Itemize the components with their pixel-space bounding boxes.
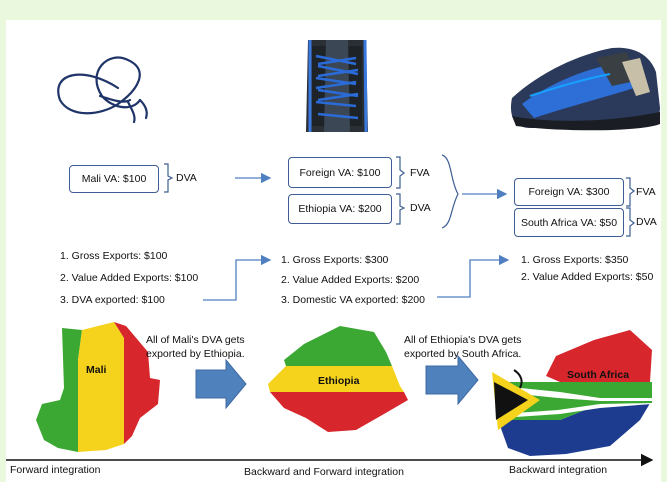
stage3-dva-label: DVA bbox=[636, 216, 657, 228]
stage3-list-item: 2. Value Added Exports: $50 bbox=[521, 271, 654, 283]
foreign-va-box-stage2: Foreign VA: $100 bbox=[288, 157, 392, 188]
stage1-list-item: 3. DVA exported: $100 bbox=[60, 294, 165, 306]
south-africa-va-box: South Africa VA: $50 bbox=[514, 208, 624, 237]
axis-label-both: Backward and Forward integration bbox=[244, 466, 404, 478]
ethiopia-sa-note: All of Ethiopia's DVA gets bbox=[404, 334, 522, 346]
mali-va-box: Mali VA: $100 bbox=[69, 165, 159, 193]
shoe-image bbox=[510, 47, 660, 131]
braces bbox=[164, 154, 635, 237]
shoelace-image bbox=[57, 56, 148, 124]
mali-map bbox=[36, 322, 160, 452]
ethiopia-map bbox=[268, 326, 408, 432]
south-africa-label: South Africa bbox=[567, 369, 630, 381]
stage2-list-item: 1. Gross Exports: $300 bbox=[281, 254, 389, 266]
south-africa-map bbox=[492, 330, 652, 456]
foreign-va-box-stage3: Foreign VA: $300 bbox=[514, 178, 624, 206]
stage2-fva-label: FVA bbox=[410, 167, 430, 179]
stage3-fva-label: FVA bbox=[636, 186, 656, 198]
axis-label-backward: Backward integration bbox=[509, 464, 608, 476]
stage3-list-item: 1. Gross Exports: $350 bbox=[521, 254, 629, 266]
mali-ethiopia-note: exported by Ethiopia. bbox=[146, 348, 245, 360]
stage1-list-item: 2. Value Added Exports: $100 bbox=[60, 272, 199, 284]
shoe-upper-image bbox=[306, 39, 368, 133]
ethiopia-sa-note: exported by South Africa. bbox=[404, 348, 522, 360]
ethiopia-label: Ethiopia bbox=[318, 375, 360, 387]
mali-ethiopia-note: All of Mali's DVA gets bbox=[146, 334, 245, 346]
stage2-dva-label: DVA bbox=[410, 202, 431, 214]
axis-label-forward: Forward integration bbox=[10, 464, 101, 476]
flow-arrows bbox=[203, 172, 510, 301]
stage1-list-item: 1. Gross Exports: $100 bbox=[60, 250, 168, 262]
block-arrow-2 bbox=[425, 354, 479, 406]
stage1-dva-label: DVA bbox=[176, 172, 197, 184]
ethiopia-va-box: Ethiopia VA: $200 bbox=[288, 194, 392, 224]
block-arrow-1 bbox=[195, 358, 247, 410]
stage2-list-item: 2. Value Added Exports: $200 bbox=[281, 274, 420, 286]
stage2-list-item: 3. Domestic VA exported: $200 bbox=[281, 294, 425, 306]
mali-label: Mali bbox=[86, 364, 107, 376]
